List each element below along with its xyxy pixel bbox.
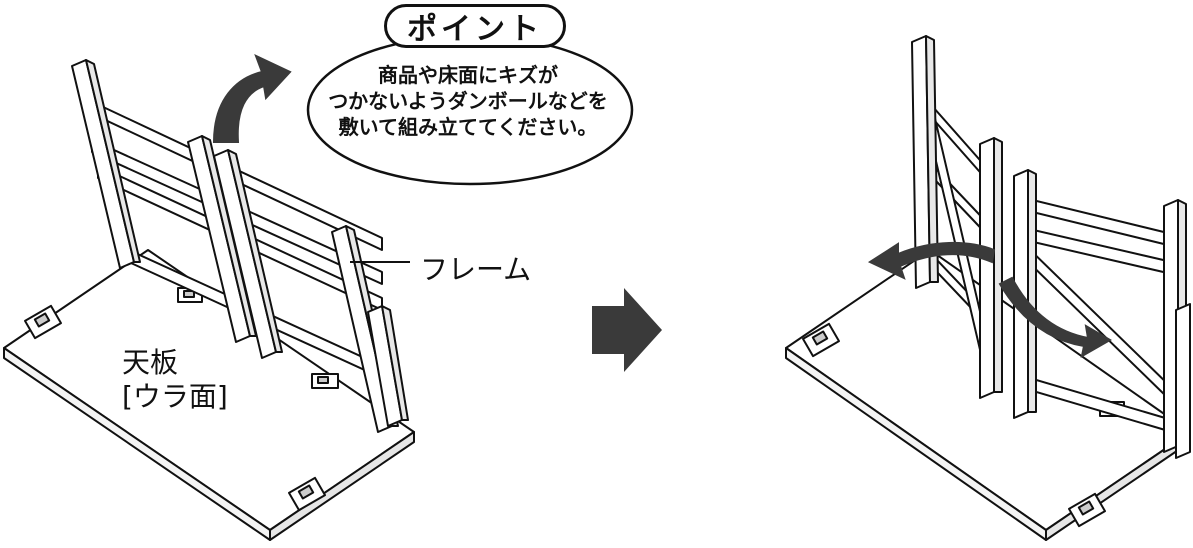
point-text-line-2: つかないようダンボールなどを xyxy=(328,89,608,113)
hinge-left-4 xyxy=(288,476,326,512)
frame-label: フレーム xyxy=(420,253,532,286)
table-top-label-side: [ウラ面] xyxy=(122,380,228,413)
step-2-illustration xyxy=(785,35,1191,541)
frame-left xyxy=(71,59,409,433)
table-top-label-main: 天板 xyxy=(122,346,179,379)
table-top-label: 天板 [ウラ面] xyxy=(122,346,228,414)
point-title: ポイント xyxy=(384,4,566,48)
frame-right-right-half xyxy=(1013,169,1191,459)
hinge-left-3 xyxy=(311,373,339,389)
point-text-line-3: 敷いて組み立ててください。 xyxy=(338,115,598,139)
hinge-right-3 xyxy=(1068,492,1106,528)
right-curved-arrow-icon xyxy=(998,276,1112,358)
step-1-illustration xyxy=(3,59,415,541)
left-curved-arrow-icon xyxy=(867,241,996,280)
next-step-arrow-icon xyxy=(592,288,662,372)
point-text-line-1: 商品や床面にキズが xyxy=(378,63,558,87)
frame-right-left-half xyxy=(911,35,1003,399)
hinge-right-1 xyxy=(802,322,840,358)
point-text: 商品や床面にキズが つかないようダンボールなどを 敷いて組み立ててください。 xyxy=(318,62,618,140)
table-top-left xyxy=(3,249,415,541)
hinge-left-1 xyxy=(24,304,62,340)
up-curved-arrow-icon xyxy=(212,54,292,143)
